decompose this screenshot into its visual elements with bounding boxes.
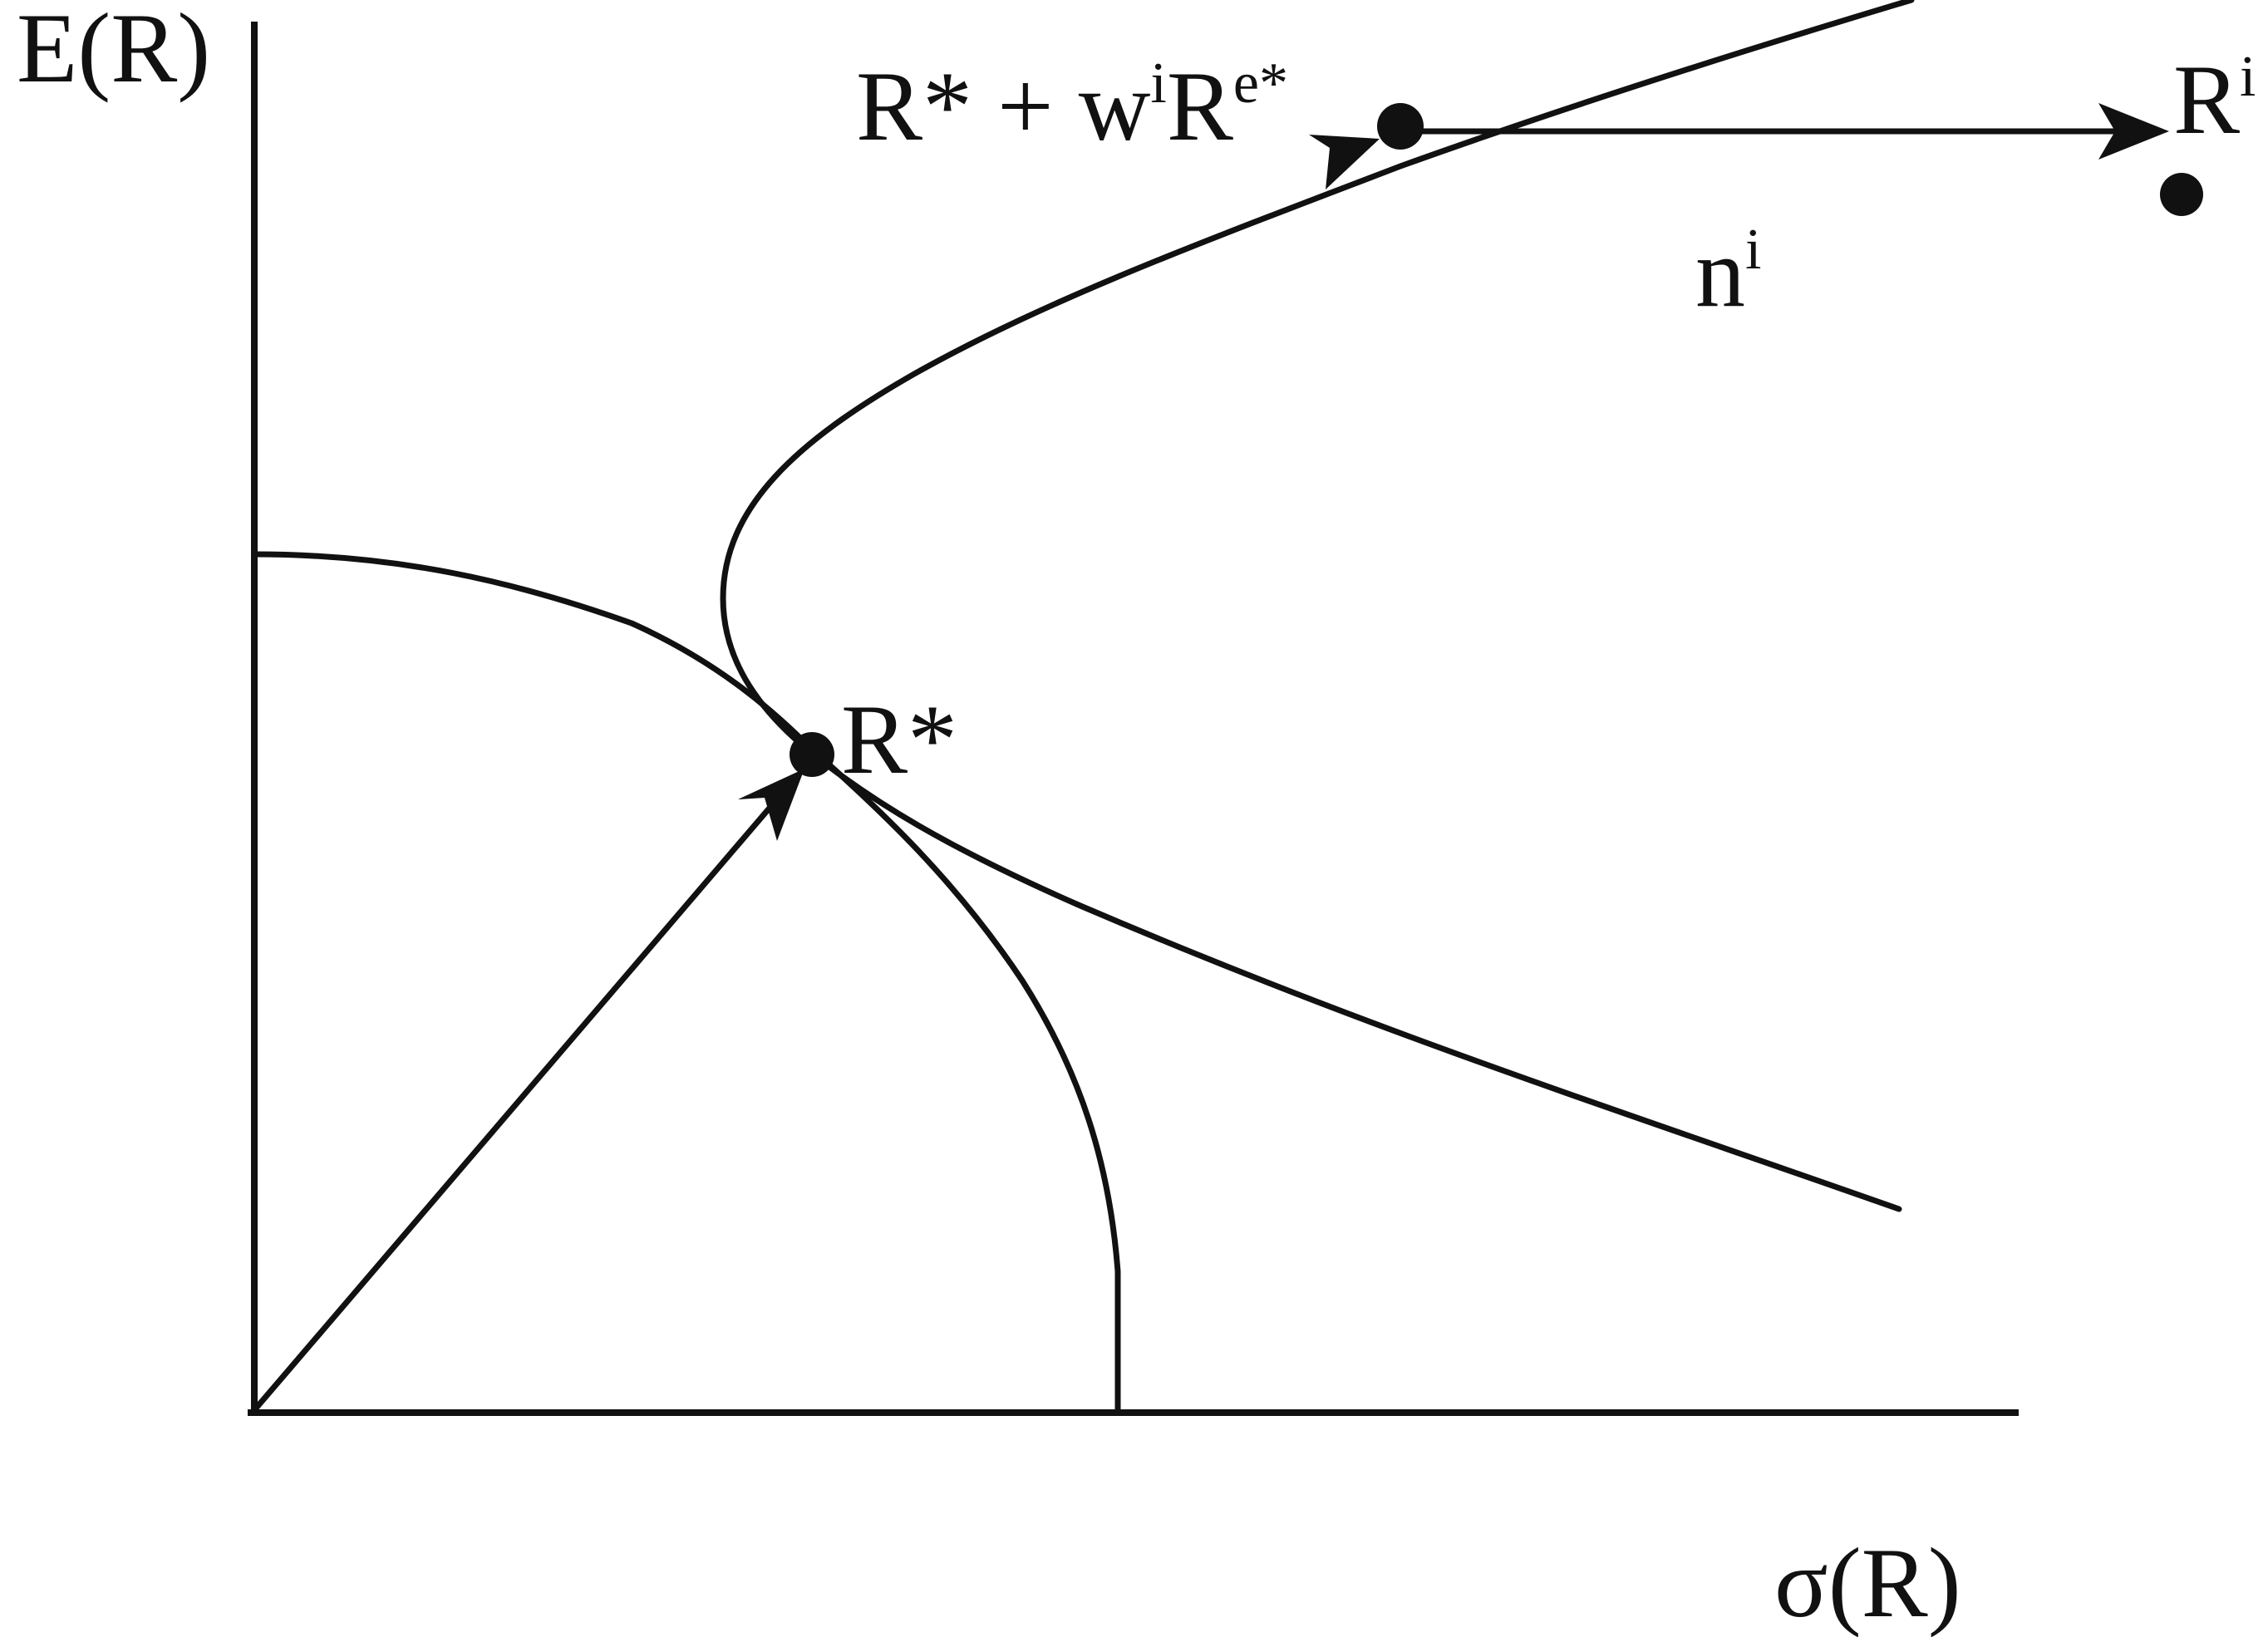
r-i-point [2160,173,2203,216]
mean-variance-frontier [720,0,1915,1212]
n-i-label-base: n [1695,217,1745,327]
r-star-label: R* [841,684,957,794]
n-i-label-sup: i [1745,218,1761,282]
origin-to-r-star-arrowhead [738,769,804,841]
shifted-label-base: R* + w [856,51,1151,161]
r-star-point [790,732,834,777]
y-axis-label: E(R) [17,0,210,103]
r-i-label: Ri [2173,44,2256,155]
origin-to-r-star-arrow-line [251,786,789,1413]
n-i-label: ni [1695,217,1761,327]
shifted-label-sup2: e* [1233,52,1288,116]
shifted-point-label: R* + wiRe* [856,51,1288,161]
shifted-point [1377,103,1424,150]
n-i-arrowhead [2098,103,2169,160]
shifted-label-sup1: i [1150,52,1166,116]
x-axis-label: σ(R) [1774,1527,1961,1637]
r-i-label-sup: i [2240,45,2256,109]
r-i-label-base: R [2173,44,2240,155]
frontier-arrowhead [1309,135,1380,189]
shifted-label-mid: R [1167,51,1233,161]
feasible-frontier-arc [251,551,1121,1416]
